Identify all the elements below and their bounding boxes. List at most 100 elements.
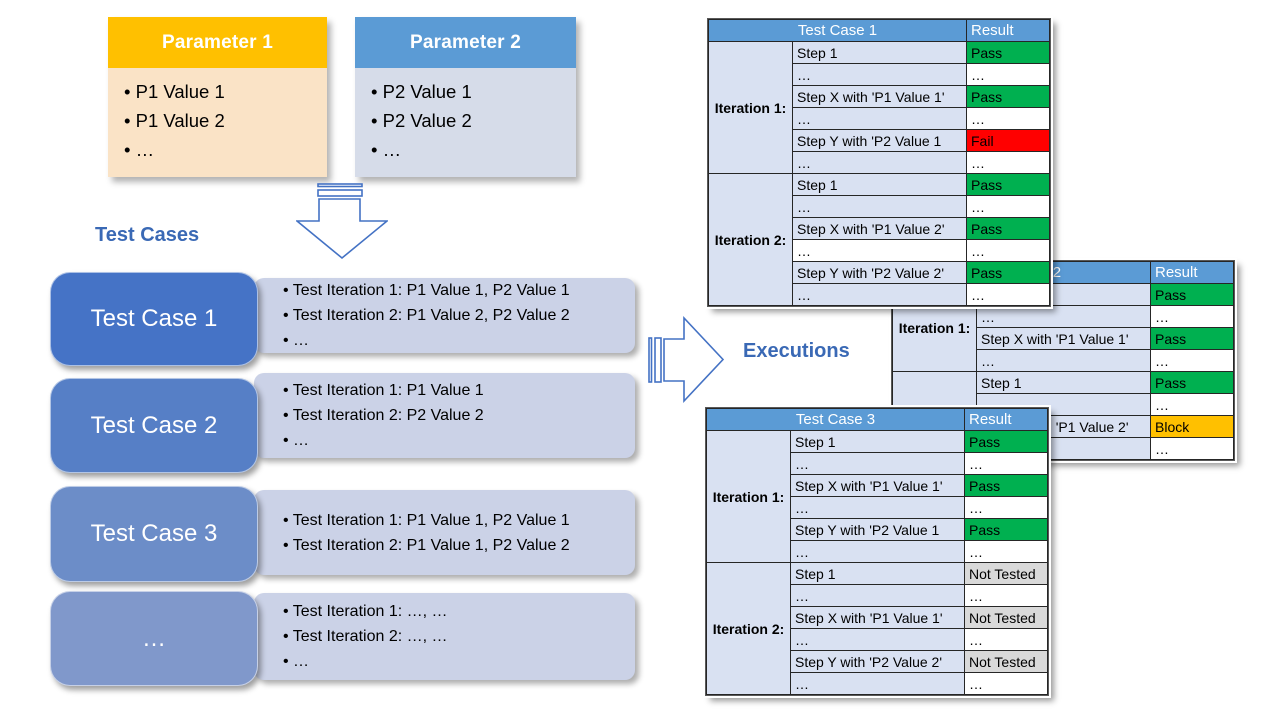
- step-cell: …: [792, 283, 967, 306]
- test-case-3-iterations-panel: Test Iteration 1: P1 Value 1, P2 Value 1…: [254, 490, 635, 575]
- down-arrow-icon: [296, 183, 388, 260]
- result-cell: Pass: [1150, 283, 1234, 306]
- step-cell: Step Y with 'P2 Value 2': [790, 650, 965, 673]
- step-cell: …: [976, 349, 1151, 372]
- parameter-2-title: Parameter 2: [355, 17, 576, 68]
- parameter-value-item: P1 Value 1: [124, 77, 327, 106]
- parameter-1-box: Parameter 1 P1 Value 1P1 Value 2…: [108, 17, 327, 177]
- test-case-1-box: Test Case 1: [50, 272, 258, 366]
- result-column-header: Result: [964, 408, 1048, 431]
- parameter-1-title: Parameter 1: [108, 17, 327, 68]
- iteration-bullet: …: [283, 649, 635, 674]
- parameter-1-value-list: P1 Value 1P1 Value 2…: [108, 68, 327, 177]
- result-cell: Pass: [1150, 327, 1234, 350]
- step-cell: …: [792, 63, 967, 86]
- result-cell: …: [966, 107, 1050, 130]
- step-cell: …: [790, 452, 965, 475]
- result-cell: …: [966, 195, 1050, 218]
- result-cell: Pass: [964, 518, 1048, 541]
- step-cell: …: [792, 107, 967, 130]
- parameter-2-box: Parameter 2 P2 Value 1P2 Value 2…: [355, 17, 576, 177]
- table-title: Test Case 1: [708, 19, 967, 42]
- iteration-label: Iteration 1:: [706, 430, 791, 563]
- result-cell: …: [1150, 349, 1234, 372]
- parameter-value-item: P2 Value 2: [371, 106, 576, 135]
- step-cell: Step Y with 'P2 Value 1: [792, 129, 967, 152]
- result-cell: Not Tested: [964, 562, 1048, 585]
- result-cell: …: [1150, 437, 1234, 460]
- result-cell: Pass: [966, 41, 1050, 64]
- result-cell: …: [964, 672, 1048, 695]
- table-title: Test Case 3: [706, 408, 965, 431]
- result-cell: …: [964, 584, 1048, 607]
- iteration-bullet: Test Iteration 2: …, …: [283, 624, 635, 649]
- step-cell: Step Y with 'P2 Value 1: [790, 518, 965, 541]
- step-cell: Step 1: [790, 430, 965, 453]
- result-cell: …: [966, 151, 1050, 174]
- step-cell: …: [790, 628, 965, 651]
- test-case-1-iterations-panel: Test Iteration 1: P1 Value 1, P2 Value 1…: [254, 278, 635, 353]
- test-case-more-box: …: [50, 591, 258, 686]
- iteration-bullet: Test Iteration 1: …, …: [283, 599, 635, 624]
- result-column-header: Result: [1150, 261, 1234, 284]
- step-cell: …: [792, 239, 967, 262]
- result-cell: Block: [1150, 415, 1234, 438]
- result-cell: Pass: [964, 474, 1048, 497]
- result-cell: …: [964, 628, 1048, 651]
- result-cell: Pass: [966, 261, 1050, 284]
- result-cell: Pass: [966, 173, 1050, 196]
- result-cell: Pass: [1150, 371, 1234, 394]
- step-cell: …: [792, 151, 967, 174]
- result-cell: …: [1150, 393, 1234, 416]
- result-cell: Not Tested: [964, 650, 1048, 673]
- step-cell: Step 1: [792, 173, 967, 196]
- step-cell: …: [976, 305, 1151, 328]
- step-cell: Step X with 'P1 Value 1': [976, 327, 1151, 350]
- result-cell: …: [966, 63, 1050, 86]
- iteration-label: Iteration 1:: [708, 41, 793, 174]
- result-cell: Not Tested: [964, 606, 1048, 629]
- iteration-label: Iteration 2:: [708, 173, 793, 306]
- step-cell: …: [790, 672, 965, 695]
- iteration-bullet: Test Iteration 2: P1 Value 1, P2 Value 2: [283, 533, 635, 558]
- result-cell: …: [964, 452, 1048, 475]
- test-cases-label: Test Cases: [95, 224, 200, 246]
- step-cell: …: [790, 496, 965, 519]
- iteration-bullet: …: [283, 328, 635, 353]
- test-case-more-iterations-panel: Test Iteration 1: …, …Test Iteration 2: …: [254, 593, 635, 680]
- result-cell: …: [966, 239, 1050, 262]
- step-cell: Step X with 'P1 Value 2': [792, 217, 967, 240]
- iteration-bullet: …: [283, 428, 635, 453]
- parameter-2-value-list: P2 Value 1P2 Value 2…: [355, 68, 576, 177]
- step-cell: Step Y with 'P2 Value 2': [792, 261, 967, 284]
- step-cell: Step 1: [792, 41, 967, 64]
- step-cell: Step 1: [790, 562, 965, 585]
- parameter-value-item: P2 Value 1: [371, 77, 576, 106]
- iteration-bullet: Test Iteration 1: P1 Value 1: [283, 378, 635, 403]
- result-cell: …: [1150, 305, 1234, 328]
- step-cell: Step X with 'P1 Value 1': [790, 474, 965, 497]
- result-cell: Pass: [964, 430, 1048, 453]
- result-cell: …: [964, 496, 1048, 519]
- step-cell: …: [790, 540, 965, 563]
- result-cell: …: [964, 540, 1048, 563]
- result-column-header: Result: [966, 19, 1050, 42]
- right-arrow-icon: [648, 316, 725, 403]
- parameter-value-item: …: [371, 135, 576, 164]
- step-cell: …: [792, 195, 967, 218]
- iteration-bullet: Test Iteration 2: P2 Value 2: [283, 403, 635, 428]
- test-case-3-box: Test Case 3: [50, 486, 258, 582]
- iteration-bullet: Test Iteration 1: P1 Value 1, P2 Value 1: [283, 508, 635, 533]
- result-cell: Fail: [966, 129, 1050, 152]
- result-cell: Pass: [966, 85, 1050, 108]
- iteration-label: Iteration 2:: [706, 562, 791, 695]
- result-cell: Pass: [966, 217, 1050, 240]
- iteration-bullet: Test Iteration 1: P1 Value 1, P2 Value 1: [283, 278, 635, 303]
- step-cell: Step X with 'P1 Value 1': [790, 606, 965, 629]
